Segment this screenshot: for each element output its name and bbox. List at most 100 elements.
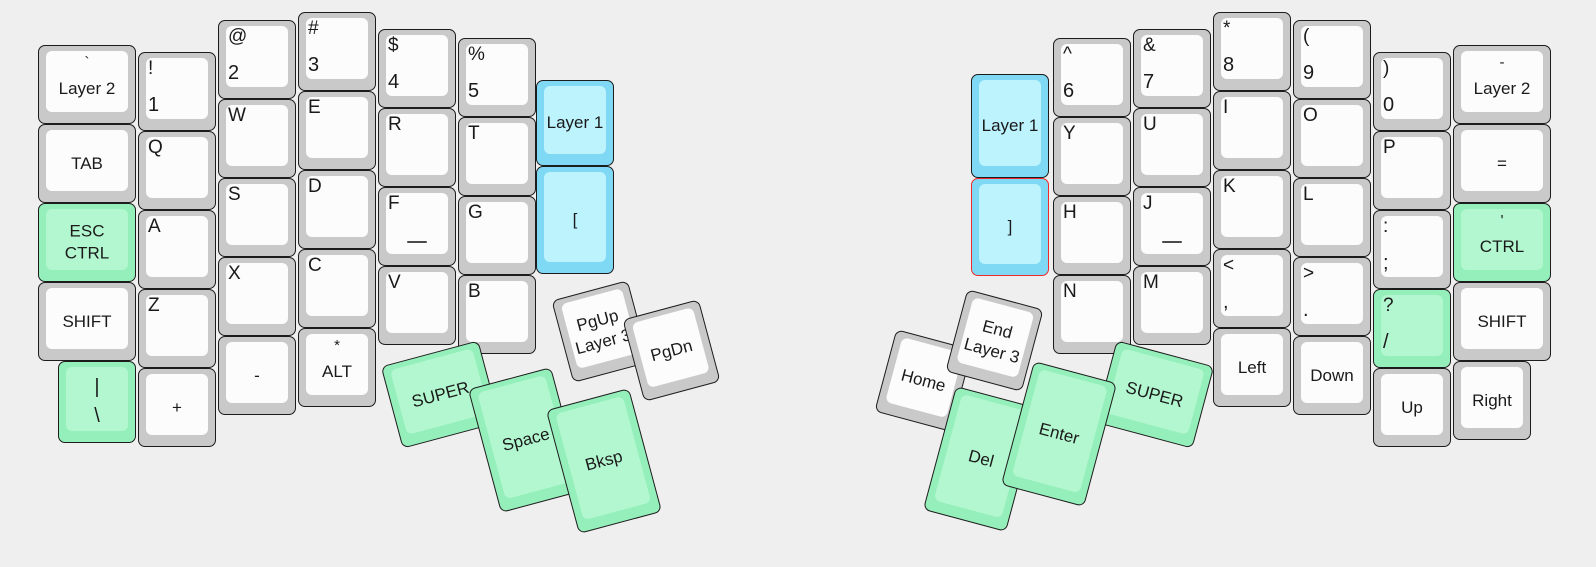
key-l-2[interactable]: @2 — [218, 20, 296, 99]
keycap-surface — [1301, 263, 1363, 324]
keycap-surface — [979, 80, 1041, 166]
key-r-o[interactable]: O — [1293, 99, 1371, 178]
key-r-y[interactable]: Y — [1053, 117, 1131, 196]
key-r-j[interactable]: J — [1133, 187, 1211, 266]
keycap-surface — [306, 334, 368, 395]
key-r-comma[interactable]: <, — [1213, 249, 1291, 328]
key-l-g[interactable]: G — [458, 196, 536, 275]
key-l-1[interactable]: !1 — [138, 52, 216, 131]
key-l-r[interactable]: R — [378, 108, 456, 187]
keycap-surface — [46, 209, 128, 270]
keycap-surface — [956, 297, 1035, 379]
homing-bar-marker — [407, 240, 427, 243]
key-r-minus-layer2[interactable]: -Layer 2 — [1453, 45, 1551, 124]
keycap-surface — [46, 288, 128, 349]
key-l-f[interactable]: F — [378, 187, 456, 266]
keycap-surface — [1141, 272, 1203, 333]
key-l-w[interactable]: W — [218, 99, 296, 178]
keycap-surface — [1381, 374, 1443, 435]
keycap-surface — [1061, 202, 1123, 263]
keycap-surface — [306, 97, 368, 158]
key-l-v[interactable]: V — [378, 266, 456, 345]
key-l-b[interactable]: B — [458, 275, 536, 354]
key-l-d[interactable]: D — [298, 170, 376, 249]
key-l-grave-layer2[interactable]: `Layer 2 — [38, 45, 136, 124]
keycap-surface — [66, 367, 128, 431]
key-r-p[interactable]: P — [1373, 131, 1451, 210]
keycap-surface — [1301, 342, 1363, 403]
keycap-surface — [1221, 255, 1283, 316]
key-r-8[interactable]: *8 — [1213, 12, 1291, 91]
key-l-s[interactable]: S — [218, 178, 296, 257]
keycap-surface — [46, 130, 128, 191]
keycap-surface — [146, 137, 208, 198]
keycap-surface — [1461, 51, 1543, 112]
key-r-slash[interactable]: ?/ — [1373, 289, 1451, 368]
key-r-6[interactable]: ^6 — [1053, 38, 1131, 117]
key-l-bracket-left[interactable]: [ — [536, 166, 614, 274]
keycap-surface — [1221, 334, 1283, 395]
key-r-down[interactable]: Down — [1293, 336, 1371, 415]
key-l-pipe-backslash[interactable]: | \ — [58, 361, 136, 443]
key-r-layer1[interactable]: Layer 1 — [971, 74, 1049, 178]
key-r-bracket-right[interactable]: ] — [971, 178, 1049, 276]
keycap-surface — [306, 18, 368, 79]
key-r-up[interactable]: Up — [1373, 368, 1451, 447]
keycap-surface — [386, 114, 448, 175]
keycap-surface — [1301, 26, 1363, 87]
key-l-a[interactable]: A — [138, 210, 216, 289]
keycap-surface — [226, 184, 288, 245]
key-l-4[interactable]: $4 — [378, 29, 456, 108]
keycap-surface — [1061, 44, 1123, 105]
keycap-surface — [146, 58, 208, 119]
keycap-surface — [1461, 209, 1543, 270]
key-l-3[interactable]: #3 — [298, 12, 376, 91]
key-r-9[interactable]: (9 — [1293, 20, 1371, 99]
keycap-surface — [306, 255, 368, 316]
key-r-semicolon[interactable]: :; — [1373, 210, 1451, 289]
key-r-left[interactable]: Left — [1213, 328, 1291, 407]
key-r-m[interactable]: M — [1133, 266, 1211, 345]
keycap-surface — [1105, 348, 1205, 435]
keycap-surface — [544, 86, 606, 154]
key-r-equals[interactable]: = — [1453, 124, 1551, 203]
keycap-surface — [1061, 123, 1123, 184]
keycap-surface — [1141, 35, 1203, 96]
keycap-surface — [1381, 137, 1443, 198]
keycap-surface — [1461, 288, 1543, 349]
key-r-period[interactable]: >. — [1293, 257, 1371, 336]
key-l-z[interactable]: Z — [138, 289, 216, 368]
keycap-surface — [146, 295, 208, 356]
key-l-q[interactable]: Q — [138, 131, 216, 210]
keycap-surface — [226, 105, 288, 166]
keycap-surface — [466, 123, 528, 184]
keycap-surface — [1301, 105, 1363, 166]
keycap-surface — [1141, 193, 1203, 254]
key-l-5[interactable]: %5 — [458, 38, 536, 117]
keycap-surface — [46, 51, 128, 112]
keycap-surface — [226, 263, 288, 324]
keycap-surface — [466, 202, 528, 263]
key-l-c[interactable]: C — [298, 249, 376, 328]
key-r-shift[interactable]: SHIFT — [1453, 282, 1551, 361]
key-r-i[interactable]: I — [1213, 91, 1291, 170]
key-r-h[interactable]: H — [1053, 196, 1131, 275]
key-r-right[interactable]: Right — [1453, 361, 1531, 440]
key-l-t[interactable]: T — [458, 117, 536, 196]
keycap-surface — [226, 342, 288, 403]
key-r-k[interactable]: K — [1213, 170, 1291, 249]
key-r-n[interactable]: N — [1053, 275, 1131, 354]
keycap-surface — [306, 176, 368, 237]
keycap-surface — [386, 193, 448, 254]
keycap-surface — [386, 35, 448, 96]
key-r-l[interactable]: L — [1293, 178, 1371, 257]
key-r-u[interactable]: U — [1133, 108, 1211, 187]
key-r-0[interactable]: )0 — [1373, 52, 1451, 131]
keycap-surface — [979, 184, 1041, 264]
keycap-surface — [466, 281, 528, 342]
key-r-7[interactable]: &7 — [1133, 29, 1211, 108]
keycap-surface — [146, 216, 208, 277]
keycap-surface — [1221, 176, 1283, 237]
key-r-quote-ctrl[interactable]: 'CTRL — [1453, 203, 1551, 282]
